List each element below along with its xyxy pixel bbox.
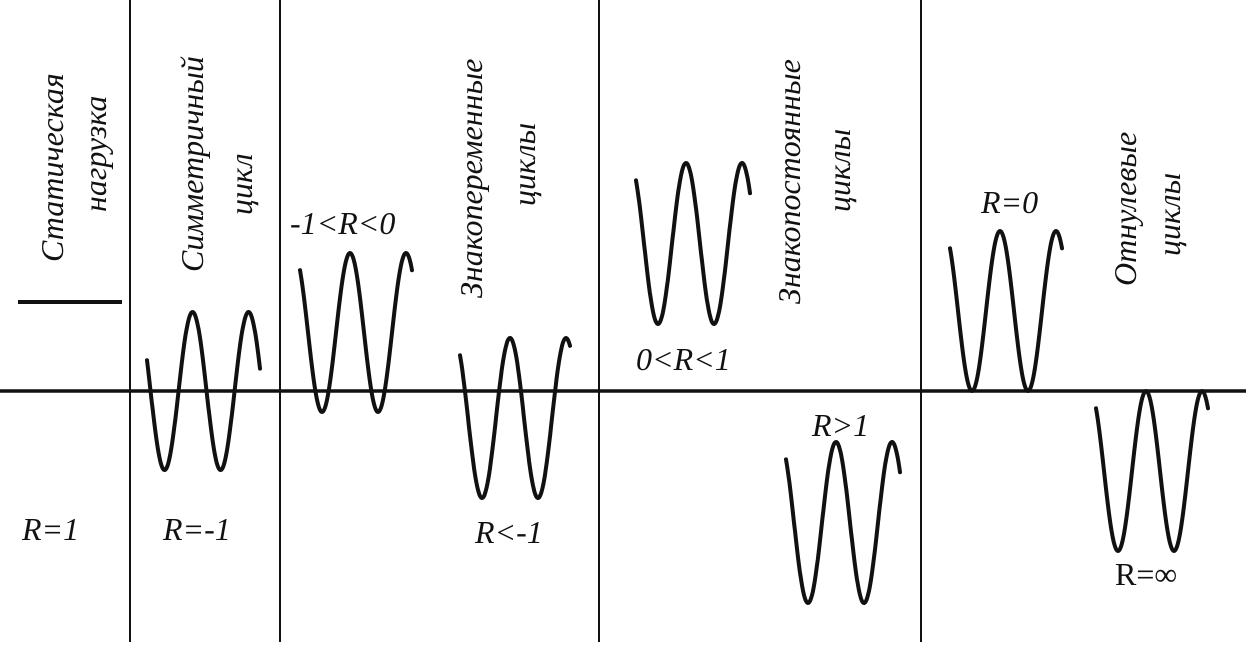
label-r-alt-upper: -1<R<0 — [290, 205, 395, 241]
header-static-line1: Статическая — [34, 73, 70, 262]
column-headers: Статическая нагрузка Симметричный цикл З… — [34, 56, 1187, 304]
wave-zero-lower — [1094, 389, 1210, 553]
label-r-zero-lower: R=∞ — [1115, 556, 1177, 592]
header-zero-line2: циклы — [1151, 173, 1187, 256]
header-alternating-line2: циклы — [506, 123, 542, 206]
wave-alt-lower — [458, 335, 572, 501]
header-constant-line1: Знакопостоянные — [771, 59, 807, 304]
label-r-zero-upper: R=0 — [980, 184, 1038, 220]
header-symmetric-line2: цикл — [223, 153, 259, 215]
label-r-const-upper: 0<R<1 — [636, 341, 731, 377]
wave-zero-upper — [948, 229, 1064, 393]
label-r-symmetric: R=-1 — [162, 511, 231, 547]
header-symmetric-line1: Симметричный — [174, 56, 210, 272]
label-r-static: R=1 — [21, 511, 79, 547]
r-ratio-labels: R=1 R=-1 -1<R<0 R<-1 0<R<1 R>1 R=0 R=∞ — [21, 184, 1177, 592]
header-alternating-line1: Знакопеременные — [453, 59, 489, 298]
header-static-line2: нагрузка — [77, 96, 113, 212]
cycle-waveforms — [145, 160, 1210, 606]
header-zero-line1: Отнулевые — [1107, 132, 1143, 286]
label-r-const-lower: R>1 — [811, 407, 869, 443]
wave-const-lower — [784, 439, 902, 606]
wave-alt-upper — [298, 251, 414, 414]
column-dividers — [129, 0, 922, 642]
label-r-alt-lower: R<-1 — [474, 514, 543, 550]
header-constant-line2: циклы — [821, 129, 857, 212]
wave-symmetric — [145, 309, 262, 473]
wave-const-upper — [634, 160, 752, 327]
